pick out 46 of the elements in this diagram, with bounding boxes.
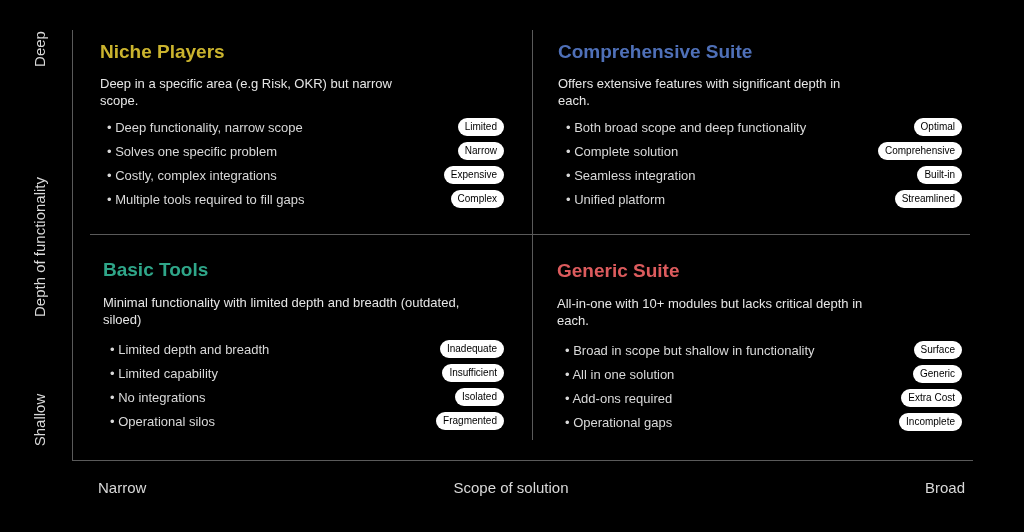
rating-tag: Incomplete bbox=[899, 413, 962, 431]
rating-tag: Streamlined bbox=[894, 190, 962, 208]
rating-tag: Narrow bbox=[457, 142, 504, 160]
rating-tag: Isolated bbox=[454, 388, 504, 406]
x-axis-label: Scope of solution bbox=[453, 479, 569, 497]
quadrant-description: Deep in a specific area (e.g Risk, OKR) but narrow scope. bbox=[100, 75, 393, 109]
rating-tag: Surface bbox=[913, 341, 962, 359]
rating-tag: Insufficient bbox=[442, 364, 504, 382]
rating-tag: Extra Cost bbox=[901, 389, 962, 407]
bullet-item: • Deep functionality, narrow scope bbox=[107, 118, 303, 136]
quadrant-description: Minimal functionality with limited depth and breadth (outdated, siloed) bbox=[103, 294, 461, 328]
y-axis-label: Shallow bbox=[31, 393, 49, 447]
bullet-item: • Operational gaps bbox=[565, 413, 673, 431]
bullet-item: • Complete solution bbox=[566, 142, 679, 160]
rating-tag: Optimal bbox=[913, 118, 962, 136]
rating-tag: Expensive bbox=[443, 166, 504, 184]
quadrant-description: Offers extensive features with significant depth in each. bbox=[558, 75, 842, 109]
bullet-item: • Operational silos bbox=[110, 412, 215, 430]
bullet-item: • Add-ons required bbox=[565, 389, 673, 407]
bullet-item: • All in one solution bbox=[565, 365, 675, 383]
bullet-item: • Unified platform bbox=[566, 190, 666, 208]
rating-tag: Limited bbox=[457, 118, 504, 136]
rating-tag: Built-in bbox=[917, 166, 962, 184]
bullet-item: • Broad in scope but shallow in functionality bbox=[565, 341, 815, 359]
bullet-item: • Limited depth and breadth bbox=[110, 340, 270, 358]
bullet-item: • Both broad scope and deep functionality bbox=[566, 118, 807, 136]
quadrant-heading: Generic Suite bbox=[557, 260, 680, 282]
y-axis-label: Depth of functionality bbox=[31, 176, 49, 318]
x-axis-label: Broad bbox=[924, 479, 965, 497]
rating-tag: Complex bbox=[450, 190, 504, 208]
rating-tag: Generic bbox=[913, 365, 962, 383]
y-axis-label: Deep bbox=[31, 31, 49, 67]
rating-tag: Fragmented bbox=[436, 412, 504, 430]
bullet-item: • Costly, complex integrations bbox=[107, 166, 277, 184]
quadrant-heading: Basic Tools bbox=[103, 259, 209, 281]
bullet-item: • No integrations bbox=[110, 388, 206, 406]
bullet-item: • Multiple tools required to fill gaps bbox=[107, 190, 305, 208]
bullet-item: • Seamless integration bbox=[566, 166, 696, 184]
quadrant-heading: Comprehensive Suite bbox=[558, 41, 753, 63]
quadrant-description: All-in-one with 10+ modules but lacks critical depth in each. bbox=[557, 295, 864, 329]
quadrant-heading: Niche Players bbox=[100, 41, 225, 63]
x-axis-label: Narrow bbox=[98, 479, 147, 497]
bullet-item: • Limited capability bbox=[110, 364, 218, 382]
bullet-item: • Solves one specific problem bbox=[107, 142, 278, 160]
rating-tag: Inadequate bbox=[439, 340, 504, 358]
rating-tag: Comprehensive bbox=[877, 142, 962, 160]
